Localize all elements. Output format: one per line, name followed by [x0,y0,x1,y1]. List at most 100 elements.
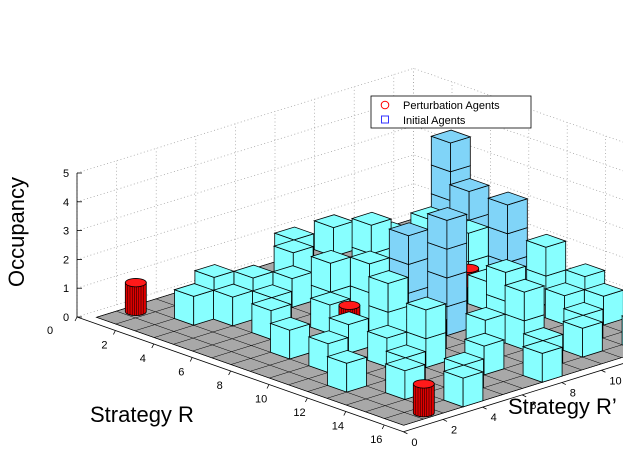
x-axis-label: Strategy R [90,402,194,427]
z-tick-label: 5 [63,168,69,180]
bar-face-top [232,264,275,279]
cylinder-top [338,300,361,310]
bar-face-top [250,297,293,312]
bar-face-top [583,282,623,297]
bar-face-side [603,289,623,326]
x-tick-label: 16 [370,434,382,446]
legend-initial-label: Initial Agents [403,115,466,127]
z-tick-label: 0 [63,312,69,324]
bar-face-top [384,357,426,372]
bar-face-top [212,283,254,298]
x-tick-label: 10 [255,394,267,406]
bar-face-top [307,330,350,345]
bar-face-top [426,207,468,221]
x-tick-mark [228,370,231,376]
y-tick-mark [482,406,487,410]
bar-face-top [485,259,527,273]
bar-face-top [430,129,472,144]
bar-face-top [366,324,408,339]
x-tick-mark [113,330,116,335]
x-tick-mark [266,384,270,389]
bar-face-top [487,191,529,206]
bar-stack [405,296,447,369]
perturbation-cylinder [124,278,147,317]
x-tick-mark [343,411,347,416]
y-tick-label: 8 [570,388,576,400]
x-tick-mark [151,343,155,349]
bar-stack [521,340,564,383]
bar-face-top [525,233,567,248]
bar-stack [173,283,215,326]
bar-face-top [521,340,564,354]
y-tick-mark [403,431,408,435]
legend: Perturbation Agents Initial Agents [370,95,532,129]
bar-stack [442,364,485,408]
bar-stack [562,314,604,358]
bars-layer [124,129,623,418]
bar-face-top [269,316,311,331]
x-tick-mark [189,357,193,362]
bar-stack [503,278,546,351]
x-tick-label: 14 [332,421,344,433]
x-tick-label: 6 [178,367,184,379]
grid-line [76,96,623,203]
bar-face-top [173,283,215,297]
cylinder-top [124,278,147,288]
bar-face-top [442,364,485,379]
bar-face-top [326,349,368,364]
bar-face-top [443,351,485,366]
y-axis-line [403,363,623,433]
axes-layer: 01234524681012141600246810121416 [47,168,623,449]
x-tick-label: 2 [101,340,107,352]
bar-face-top [463,332,506,347]
y-tick-mark [442,419,448,422]
bar-face-top [328,311,370,326]
z-tick-label: 1 [63,283,69,295]
bar-stack [212,283,254,327]
bar-face-top [367,270,410,284]
x-tick-mark [381,424,385,430]
bar-face-top [385,344,427,359]
bar-face-top [193,264,236,278]
y-tick-label: 4 [491,412,497,424]
legend-box [370,95,532,129]
bar-face-top [405,296,447,311]
y-tick-label: 0 [411,437,417,449]
bar-face-top [350,211,393,226]
x-axis-line [76,316,404,433]
y-tick-label: 6 [530,400,536,412]
perturbation-cylinder [412,379,435,418]
cylinder-top [412,379,435,389]
z-tick-label: 4 [63,197,69,209]
legend-perturbation-marker [380,100,390,110]
bar-face-top [564,263,606,278]
bar-face-top [349,250,391,265]
bar-stack [326,349,368,393]
bar-face-top [503,278,546,293]
bar-stack [525,233,567,306]
x-tick-mark [305,397,308,403]
bar-face-top [273,226,315,241]
bar-face-top [544,282,586,297]
bar-face-top [310,249,352,264]
x-tick-label: 4 [140,353,146,365]
bar-stack [313,214,355,257]
bar-face-top [272,239,315,254]
bar-face-top [522,327,564,342]
z-tick-label: 2 [63,254,69,266]
x-tick-mark [74,316,78,322]
z-axis-label: Occupancy [4,177,29,287]
legend-initial-marker [381,115,389,124]
legend-perturbation-label: Perturbation Agents [403,100,500,112]
bar-face-top [562,314,604,329]
bar-face-top [464,306,507,321]
y-tick-label: 10 [609,375,621,387]
x-tick-label: 0 [47,325,53,337]
y-axis-label: Strategy R’ [508,394,617,419]
x-tick-label: 8 [217,380,223,392]
bar-face-top [309,291,351,306]
bar-face-top [448,178,491,192]
bar-stack [269,316,311,360]
x-tick-label: 12 [293,407,305,419]
